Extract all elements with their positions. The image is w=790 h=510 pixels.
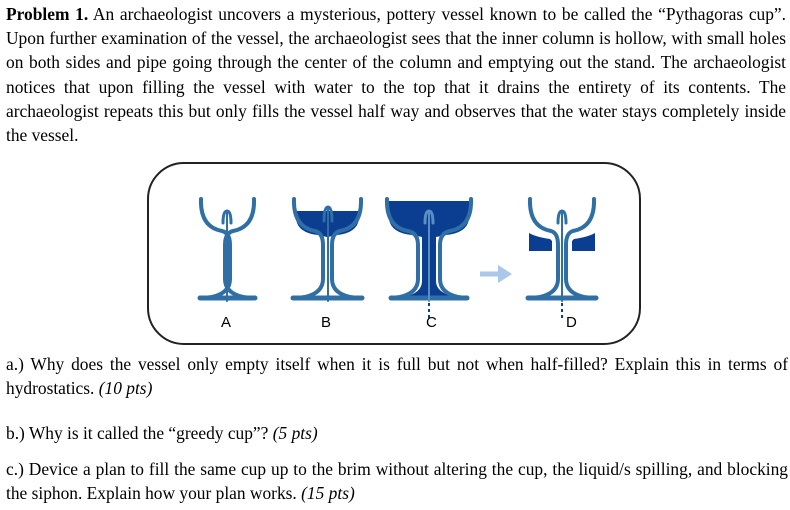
- figure-label-d: D: [566, 314, 577, 331]
- cup-c: [384, 197, 474, 319]
- pythagoras-cup-figure: A B C: [147, 162, 641, 345]
- problem-label: Problem 1.: [6, 4, 89, 24]
- problem-statement: Problem 1. An archaeologist uncovers a m…: [6, 2, 786, 147]
- figure-label-b: B: [321, 314, 331, 331]
- cup-d: [525, 197, 599, 319]
- cup-a: [197, 197, 258, 302]
- arrow-right-icon: [480, 265, 512, 283]
- figure-frame: [147, 162, 641, 345]
- cup-b: [290, 197, 365, 302]
- question-c-points: (15 pts): [301, 483, 355, 504]
- question-a-text: a.) Why does the vessel only empty itsel…: [6, 354, 788, 399]
- question-b-points: (5 pts): [272, 423, 318, 443]
- question-c: c.) Device a plan to fill the same cup u…: [6, 457, 788, 505]
- question-a: a.) Why does the vessel only empty itsel…: [6, 352, 788, 400]
- question-a-points: (10 pts): [98, 378, 153, 399]
- problem-intro: An archaeologist uncovers a mysterious, …: [6, 4, 786, 146]
- figure-label-a: A: [221, 314, 231, 331]
- figure-label-c: C: [426, 314, 437, 331]
- question-b-text: b.) Why is it called the “greedy cup”?: [6, 423, 269, 443]
- question-b: b.) Why is it called the “greedy cup”? (…: [6, 421, 786, 445]
- question-c-text: c.) Device a plan to fill the same cup u…: [6, 459, 788, 504]
